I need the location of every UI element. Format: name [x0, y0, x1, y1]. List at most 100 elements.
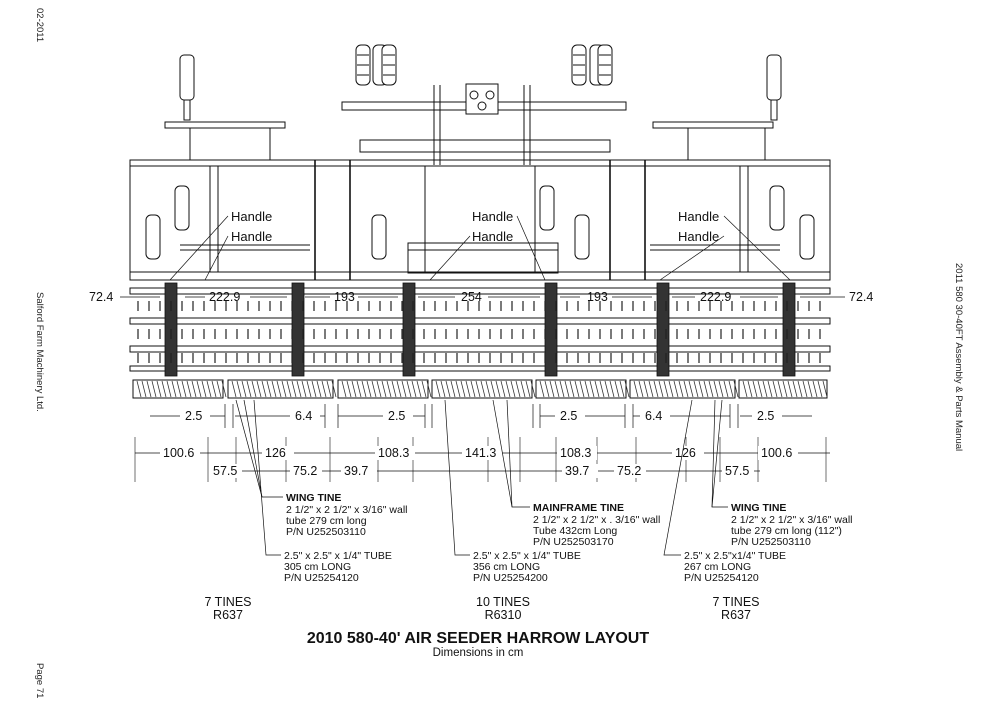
hatch-line	[678, 380, 684, 398]
hatch-line	[564, 380, 570, 398]
drawing-title: 2010 580-40' AIR SEEDER HARROW LAYOUT	[307, 630, 650, 647]
hatch-line	[470, 380, 476, 398]
callout-line: P/N U25254200	[473, 572, 548, 584]
dimension-label: 39.7	[565, 464, 589, 478]
dimension-label: 222.9	[700, 290, 731, 304]
hatch-line	[604, 380, 610, 398]
hatch-line	[480, 380, 486, 398]
hatch-line	[326, 380, 332, 398]
hatch-line	[161, 380, 167, 398]
hatch-line	[653, 380, 659, 398]
hatch-line	[206, 380, 212, 398]
callout-line: 267 cm LONG	[684, 561, 751, 573]
callout-wing-left: WING TINE 2 1/2" x 2 1/2" x 3/16" wall t…	[286, 492, 408, 538]
hatch-line	[361, 380, 367, 398]
hatch-line	[584, 380, 590, 398]
hatch-line	[216, 380, 222, 398]
manual-title-margin: 2011 580 30-40FT Assembly & Parts Manual	[953, 263, 964, 451]
hatch-line	[445, 380, 451, 398]
machine-frame	[129, 83, 831, 281]
section-labels: 7 TINES R637 10 TINES R6310 7 TINES R637	[204, 595, 759, 622]
handle-labels: Handle Handle Handle Handle Handle Handl…	[169, 209, 791, 281]
hatch-line	[703, 380, 709, 398]
hatch-line	[241, 380, 247, 398]
hatch-line	[782, 380, 788, 398]
hatch-line	[668, 380, 674, 398]
callout-wing-right: WING TINE 2 1/2" x 2 1/2" x 3/16" wall t…	[731, 502, 853, 548]
hatch-line	[381, 380, 387, 398]
callout-line: P/N U25254120	[284, 572, 359, 584]
hatch-line	[156, 380, 162, 398]
callout-line: tube 279 cm long	[286, 515, 367, 527]
hatch-line	[658, 380, 664, 398]
hatch-line	[136, 380, 142, 398]
callout-title: MAINFRAME TINE	[533, 502, 624, 514]
hatch-line	[141, 380, 147, 398]
callout-line: 2 1/2" x 2 1/2" x 3/16" wall	[731, 514, 853, 526]
hatch-line	[817, 380, 823, 398]
hatch-line	[643, 380, 649, 398]
callout-line: 2 1/2" x 2 1/2" x 3/16" wall	[286, 504, 408, 516]
hatch-line	[475, 380, 481, 398]
callout-line: 2.5" x 2.5" x 1/4" TUBE	[473, 550, 581, 562]
hatch-line	[331, 380, 337, 398]
dimension-label: 2.5	[560, 409, 577, 423]
hatch-line	[366, 380, 372, 398]
hatch-line	[341, 380, 347, 398]
hatch-line	[683, 380, 689, 398]
dimension-label: 72.4	[89, 290, 113, 304]
handle-label: Handle	[231, 209, 272, 224]
handle-label: Handle	[678, 229, 719, 244]
hatch-line	[648, 380, 654, 398]
hatch-line	[316, 380, 322, 398]
hatch-line	[151, 380, 157, 398]
hatch-line	[426, 380, 432, 398]
drawing-subtitle: Dimensions in cm	[433, 647, 524, 659]
hatch-line	[146, 380, 152, 398]
tine-rows	[137, 301, 821, 363]
callout-line: 356 cm LONG	[473, 561, 540, 573]
hatch-line	[802, 380, 808, 398]
hatch-line	[797, 380, 803, 398]
callout-line: P/N U25254120	[684, 572, 759, 584]
callout-line: P/N U252503170	[533, 536, 614, 548]
hatch-line	[698, 380, 704, 398]
offset-dimension-row: 2.5 6.4 2.5 2.5 6.4 2.5	[150, 404, 812, 428]
section-tines-label: 10 TINES	[476, 595, 530, 609]
date-margin-label: 02-2011	[34, 8, 45, 42]
hatch-line	[261, 380, 267, 398]
hatch-line	[391, 380, 397, 398]
dimension-label: 126	[675, 446, 696, 460]
dimension-label: 108.3	[378, 446, 409, 460]
callout-tube-right: 2.5" x 2.5"x1/4" TUBE 267 cm LONG P/N U2…	[684, 550, 786, 584]
hatch-line	[822, 380, 828, 398]
hatch-line	[539, 380, 545, 398]
hatch-line	[752, 380, 758, 398]
section-code-label: R637	[721, 608, 751, 622]
hatch-line	[231, 380, 237, 398]
hatch-line	[525, 380, 531, 398]
hatch-line	[176, 380, 182, 398]
hatch-line	[787, 380, 793, 398]
harrow-hatching	[136, 380, 828, 398]
hatch-line	[181, 380, 187, 398]
hatch-line	[599, 380, 605, 398]
top-dimension-row: 72.4 222.9 193 254 193 222.9 72.4	[86, 290, 873, 304]
hatch-line	[614, 380, 620, 398]
dimension-label: 100.6	[761, 446, 792, 460]
hatch-line	[455, 380, 461, 398]
hatch-line	[688, 380, 694, 398]
hatch-line	[569, 380, 575, 398]
hatch-line	[256, 380, 262, 398]
hatch-line	[286, 380, 292, 398]
dimension-label: 2.5	[757, 409, 774, 423]
hatch-line	[211, 380, 217, 398]
hatch-line	[638, 380, 644, 398]
dimension-label: 193	[587, 290, 608, 304]
hatch-line	[396, 380, 402, 398]
callout-tube-center: 2.5" x 2.5" x 1/4" TUBE 356 cm LONG P/N …	[473, 550, 581, 584]
hatch-line	[435, 380, 441, 398]
hatch-line	[549, 380, 555, 398]
dimension-label: 126	[265, 446, 286, 460]
callout-line: tube 279 cm long (112")	[731, 525, 842, 537]
